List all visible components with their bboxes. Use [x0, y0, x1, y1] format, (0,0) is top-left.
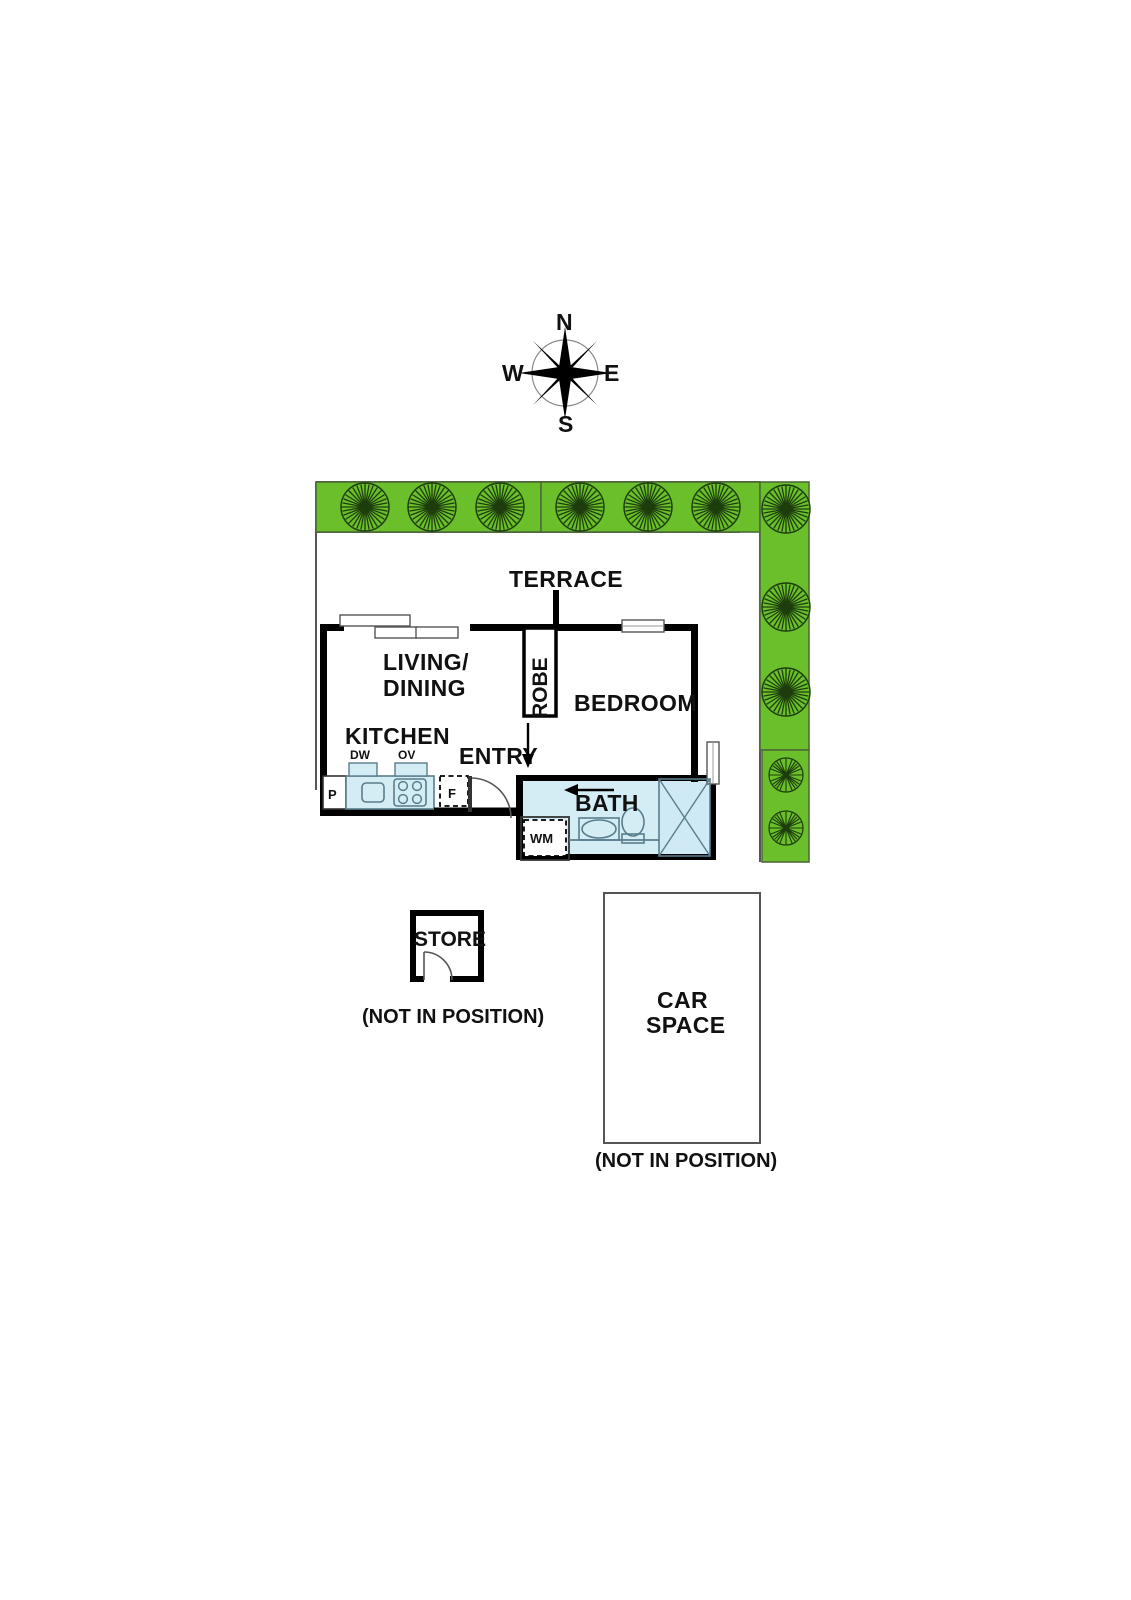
- wall-bath-top: [516, 775, 716, 781]
- bath-arrow-icon: [564, 784, 614, 796]
- store-wall-bottom-left: [410, 976, 424, 982]
- living-dining-label-line2: DINING: [383, 675, 466, 701]
- compass-label-east: E: [604, 360, 619, 386]
- bedroom-label: BEDROOM: [574, 690, 697, 716]
- wall-living-top-stub: [320, 624, 344, 631]
- bath-fixtures: WM BATH: [520, 778, 711, 861]
- landscaping-hedges: [315, 481, 811, 863]
- tree-icon: [761, 582, 811, 632]
- tree-icon: [340, 482, 390, 532]
- kitchen-label: KITCHEN: [345, 723, 450, 749]
- wall-living-left: [320, 624, 327, 816]
- tree-icon: [623, 482, 673, 532]
- kitchen-bench: [345, 775, 435, 810]
- glazing: [339, 614, 720, 785]
- robe-closet: ROBE: [522, 626, 558, 718]
- entry-arrow-icon: [522, 723, 534, 768]
- robe-outline: [522, 626, 558, 718]
- oven-label: OV: [398, 748, 415, 762]
- interior-walls: [320, 590, 716, 860]
- store-door-swing-arc: [423, 951, 453, 981]
- pantry-label: P: [328, 787, 337, 802]
- oven-outline: [394, 762, 428, 777]
- shower-fill: [659, 775, 716, 860]
- dishwasher-outline: [348, 762, 378, 777]
- tree-icon: [761, 484, 811, 534]
- entry-door-swing-arc: [470, 777, 512, 819]
- sliding-door-panel-front-a: [374, 626, 418, 639]
- robe-label: ROBE: [529, 657, 552, 718]
- wall-bath-bottom: [516, 854, 716, 860]
- room-labels: TERRACE LIVING/ DINING BEDROOM: [383, 566, 697, 716]
- tree-icon: [761, 667, 811, 717]
- wall-bedroom-top: [470, 624, 698, 631]
- washing-machine-label: WM: [530, 831, 553, 846]
- laundry-nook: [520, 816, 570, 861]
- tree-icon: [407, 482, 457, 532]
- car-space-label-line1: CAR: [657, 987, 708, 1013]
- compass-label-west: W: [502, 360, 524, 386]
- store-wall-top: [410, 910, 484, 916]
- shower-outline: [658, 778, 711, 857]
- cooktop-burner: [411, 793, 423, 805]
- wall-bath-left-lower: [516, 817, 523, 860]
- wall-bedroom-right: [691, 624, 698, 782]
- tree-icon: [691, 482, 741, 532]
- tree-icon: [475, 482, 525, 532]
- store-wall-right: [478, 910, 484, 982]
- living-dining-label-line1: LIVING/: [383, 649, 469, 675]
- cooktop-burner: [397, 793, 409, 805]
- dishwasher-label: DW: [350, 748, 371, 762]
- kitchen-sink: [361, 782, 385, 803]
- cooktop-burner: [397, 780, 409, 792]
- store-not-in-position-note: (NOT IN POSITION): [362, 1006, 544, 1028]
- tree-icon: [768, 810, 804, 846]
- compass-label-south: S: [558, 411, 573, 437]
- basin-counter: [578, 817, 620, 841]
- cooktop-outline: [393, 778, 427, 807]
- sliding-door-panel-rear: [339, 614, 411, 627]
- compass-rose: N E S W: [502, 309, 619, 437]
- tree-icon: [555, 482, 605, 532]
- basin-bowl: [581, 819, 617, 839]
- car-space-label-line2: SPACE: [646, 1012, 726, 1038]
- sliding-door-panel-front-b: [415, 626, 459, 639]
- car-space-block: CAR SPACE (NOT IN POSITION): [595, 892, 777, 1172]
- store-block: STORE (NOT IN POSITION): [362, 910, 544, 1028]
- store-wall-left: [410, 910, 416, 982]
- compass-label-north: N: [556, 309, 573, 335]
- store-wall-bottom-right: [450, 976, 484, 982]
- washing-machine-outline: [523, 819, 567, 857]
- car-space-not-in-position-note: (NOT IN POSITION): [595, 1150, 777, 1172]
- bath-label: BATH: [575, 790, 639, 816]
- toilet-bowl: [621, 807, 645, 837]
- wall-kitchen-bottom: [320, 809, 523, 816]
- wall-entry-right: [516, 775, 523, 817]
- wall-bath-right: [710, 775, 716, 860]
- store-label: STORE: [414, 928, 486, 951]
- toilet-cistern: [621, 833, 645, 844]
- entry-door-leaf: [468, 776, 472, 812]
- terrace-label: TERRACE: [509, 566, 623, 592]
- car-space-outline: [603, 892, 761, 1144]
- tree-icon: [768, 757, 804, 793]
- shower-cross-b: [658, 778, 711, 857]
- wall-terrace-divider: [553, 590, 559, 630]
- entry-door: ENTRY: [459, 723, 538, 819]
- cooktop-burner: [411, 780, 423, 792]
- fridge-label: F: [448, 786, 456, 801]
